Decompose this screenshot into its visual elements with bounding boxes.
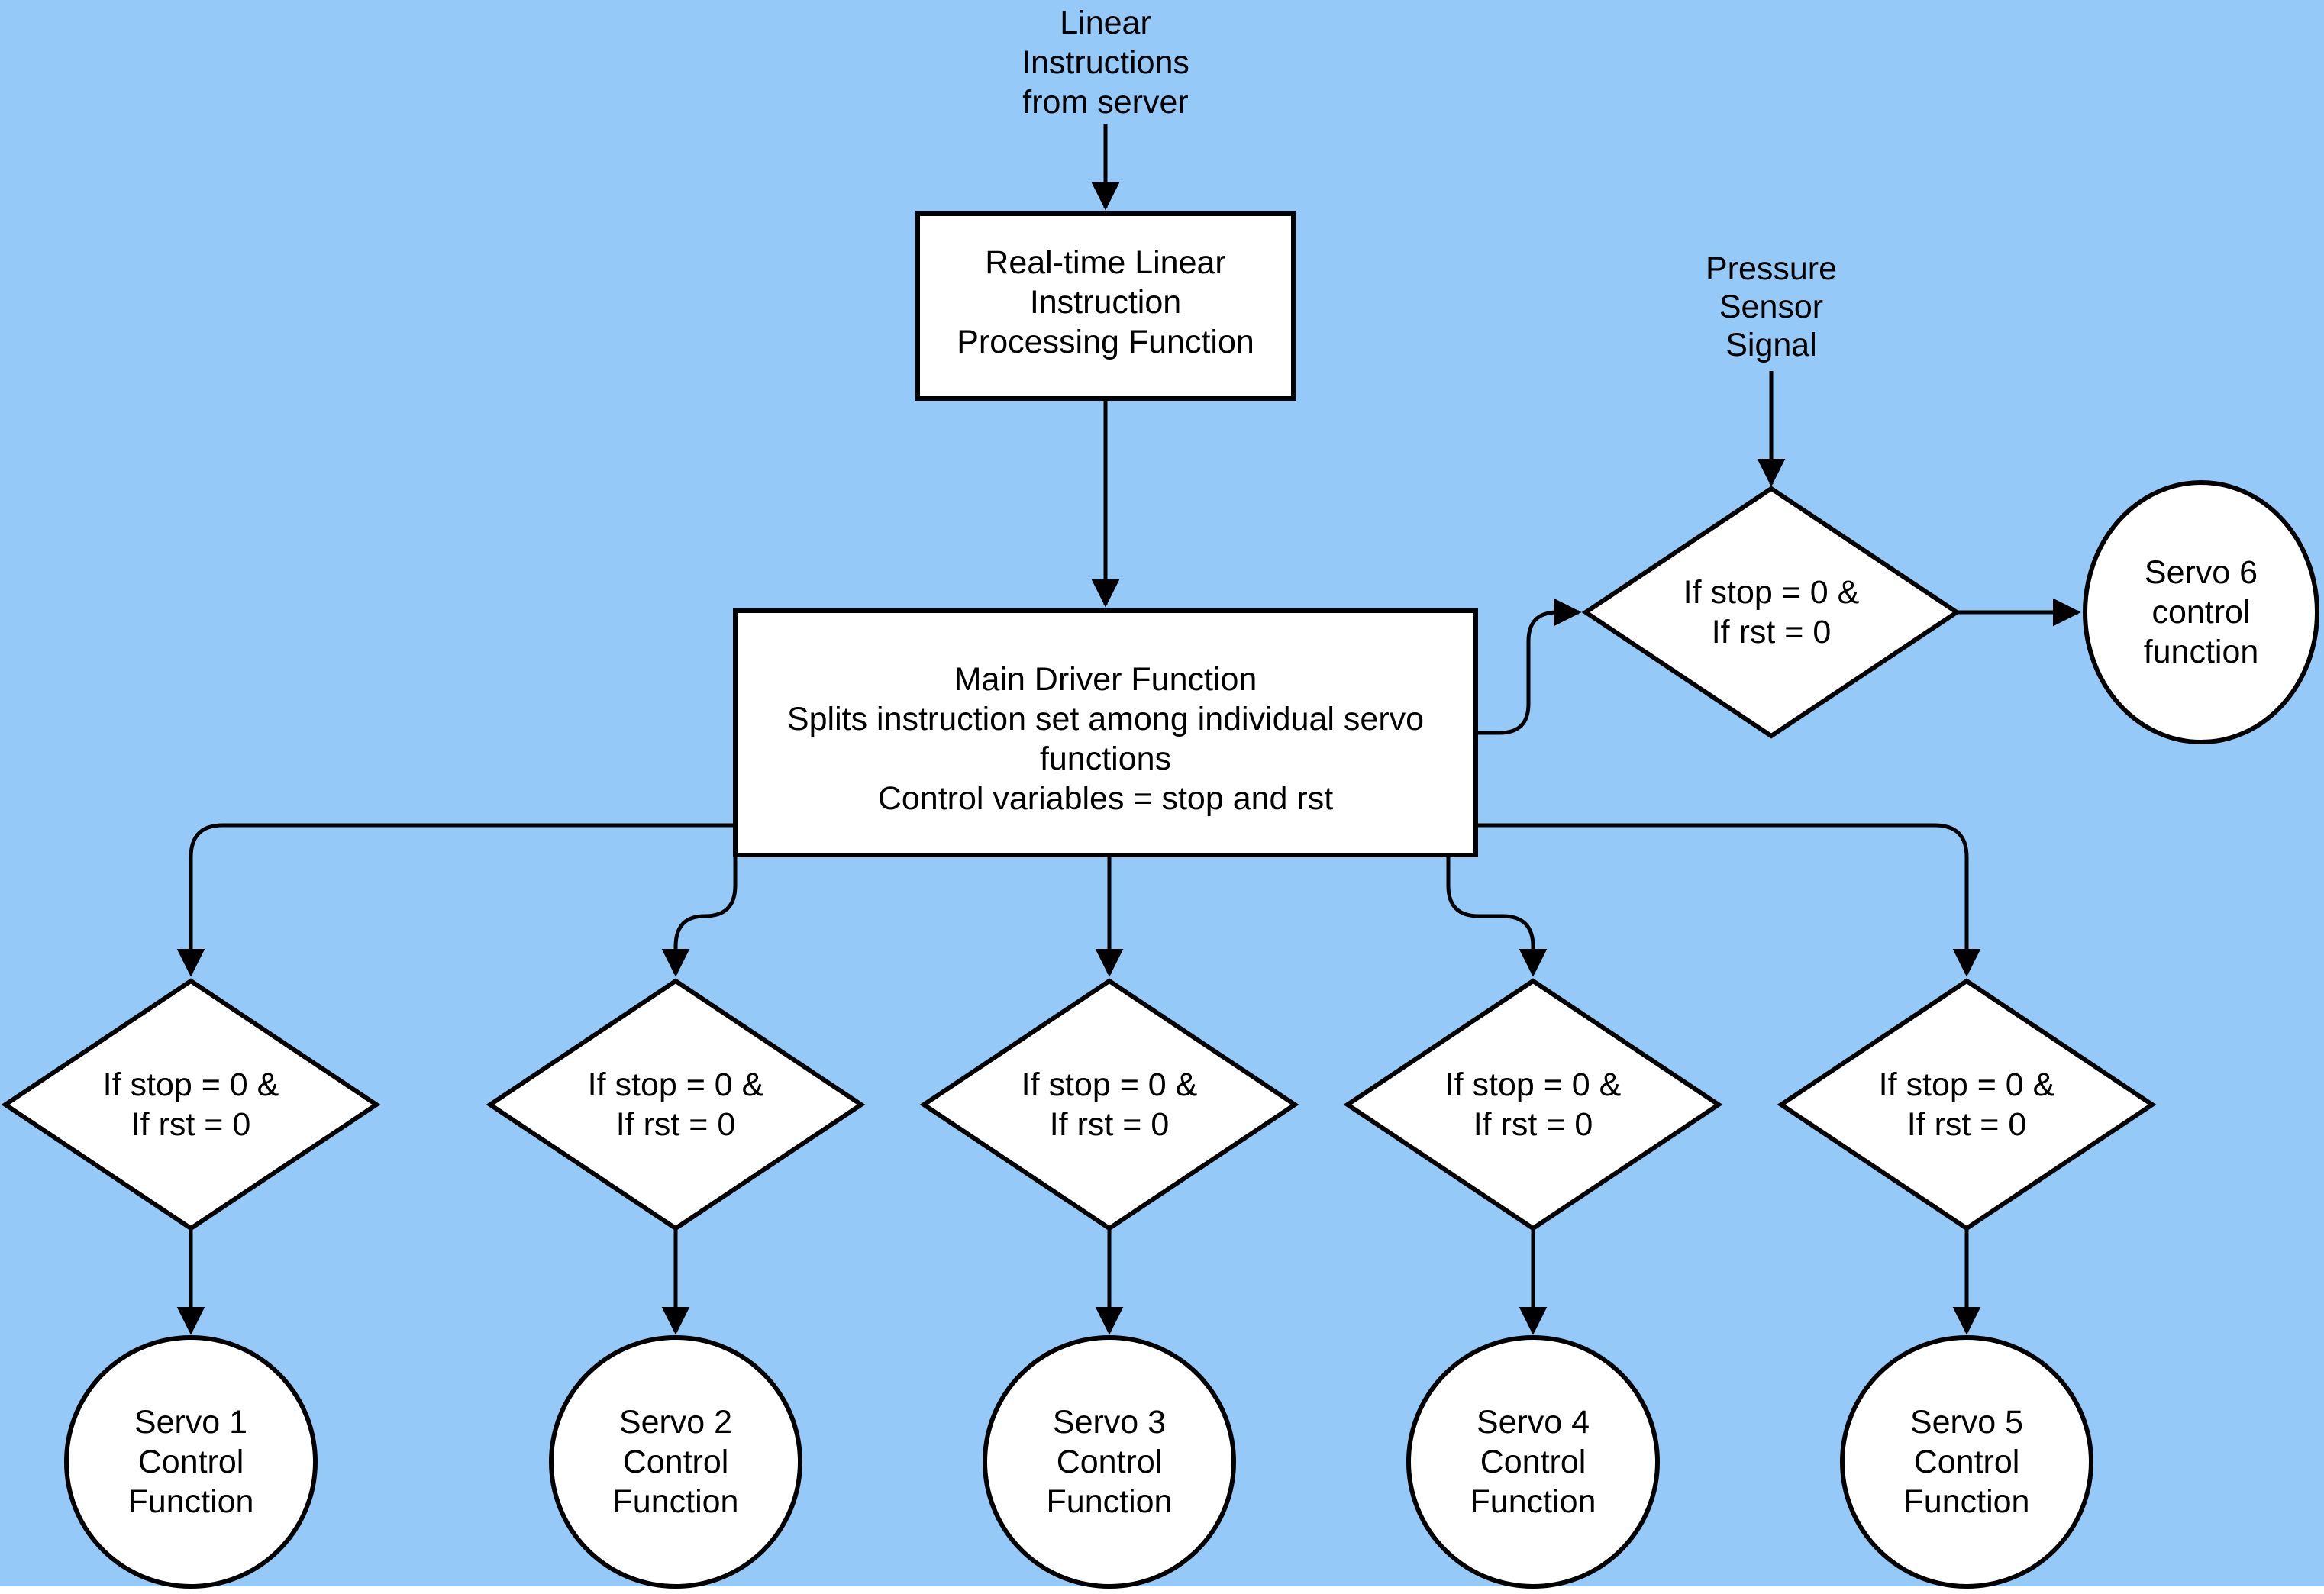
- decision-3-line-2: If rst = 0: [1050, 1106, 1170, 1143]
- servo-circle-6: Servo 6 control function: [2083, 480, 2319, 744]
- decision-diamond-4-shape: [1343, 978, 1723, 1231]
- decision-1-line-1: If stop = 0 &: [103, 1066, 279, 1103]
- decision-5-line-1: If stop = 0 &: [1879, 1066, 2055, 1103]
- realtime-box-line-1: Real-time Linear: [985, 244, 1225, 281]
- servo-circle-5: Servo 5 Control Function: [1840, 1335, 2093, 1589]
- main-driver-line-4: Control variables = stop and rst: [878, 780, 1333, 817]
- decision-diamond-3-shape: [919, 978, 1299, 1231]
- realtime-processing-box-shape: [915, 211, 1296, 401]
- decision-diamond-1: If stop = 0 & If rst = 0: [1, 978, 381, 1231]
- servo-1-line-2: Control: [138, 1444, 244, 1480]
- connector-main-to-decision6: [1476, 598, 1582, 735]
- main-driver-line-1: Main Driver Function: [954, 661, 1257, 698]
- connector-main-to-decision4: [1446, 855, 1548, 977]
- servo-6-line-2: control: [2151, 594, 2250, 631]
- decision-diamond-3: If stop = 0 & If rst = 0: [919, 978, 1299, 1231]
- servo-3-line-2: Control: [1057, 1444, 1163, 1480]
- main-driver-line-2: Splits instruction set among individual …: [787, 701, 1424, 737]
- source-label-line-2: Instructions: [1022, 44, 1189, 81]
- servo-4-line-2: Control: [1480, 1444, 1586, 1480]
- servo-2-line-1: Servo 2: [619, 1404, 732, 1441]
- servo-2-line-3: Function: [613, 1483, 739, 1520]
- connector-main-to-decision5: [1476, 823, 1981, 977]
- decision-3-line-1: If stop = 0 &: [1022, 1066, 1198, 1103]
- decision-diamond-5: If stop = 0 & If rst = 0: [1777, 978, 2157, 1231]
- pressure-label-line-3: Signal: [1725, 327, 1817, 363]
- servo-6-line-1: Servo 6: [2145, 554, 2258, 591]
- servo-circle-1-shape: [64, 1335, 318, 1589]
- servo-6-line-3: function: [2144, 634, 2259, 670]
- main-driver-box-shape: [733, 608, 1478, 857]
- decision-4-line-1: If stop = 0 &: [1445, 1066, 1622, 1103]
- decision-diamond-1-shape: [1, 978, 381, 1231]
- servo-5-line-2: Control: [1914, 1444, 2020, 1480]
- servo-1-line-3: Function: [128, 1483, 254, 1520]
- servo-circle-1: Servo 1 Control Function: [64, 1335, 318, 1589]
- connector-main-to-decision2: [661, 855, 738, 977]
- servo-2-line-2: Control: [623, 1444, 729, 1480]
- decision-diamond-6-shape: [1581, 486, 1961, 739]
- pressure-label-line-2: Sensor: [1719, 289, 1823, 325]
- realtime-box-line-3: Processing Function: [957, 324, 1254, 360]
- servo-5-line-1: Servo 5: [1910, 1404, 2023, 1441]
- servo-circle-3-shape: [983, 1335, 1236, 1589]
- decision-diamond-2-shape: [486, 978, 866, 1231]
- source-label: Linear Instructions from server: [1022, 5, 1189, 121]
- connector-main-to-decision1: [176, 823, 735, 977]
- decision-5-line-2: If rst = 0: [1907, 1106, 2027, 1143]
- main-driver-line-3: functions: [1040, 741, 1171, 777]
- source-label-line-3: from server: [1022, 84, 1188, 121]
- servo-3-line-3: Function: [1047, 1483, 1173, 1520]
- servo-circle-6-shape: [2083, 480, 2319, 744]
- servo-4-line-1: Servo 4: [1477, 1404, 1590, 1441]
- servo-circle-5-shape: [1840, 1335, 2093, 1589]
- pressure-sensor-label: Pressure Sensor Signal: [1706, 250, 1837, 363]
- decision-diamond-4: If stop = 0 & If rst = 0: [1343, 978, 1723, 1231]
- decision-6-line-2: If rst = 0: [1712, 614, 1832, 650]
- bottom-white-strip: [0, 1586, 2324, 1594]
- main-driver-box: Main Driver Function Splits instruction …: [733, 608, 1478, 857]
- decision-2-line-2: If rst = 0: [616, 1106, 736, 1143]
- servo-3-line-1: Servo 3: [1053, 1404, 1166, 1441]
- decision-6-line-1: If stop = 0 &: [1683, 574, 1860, 611]
- pressure-label-line-1: Pressure: [1706, 250, 1837, 287]
- decision-4-line-2: If rst = 0: [1473, 1106, 1593, 1143]
- source-label-line-1: Linear: [1060, 5, 1151, 41]
- servo-4-line-3: Function: [1470, 1483, 1596, 1520]
- decision-diamond-6: If stop = 0 & If rst = 0: [1581, 486, 1961, 739]
- servo-circle-2-shape: [549, 1335, 802, 1589]
- servo-circle-3: Servo 3 Control Function: [983, 1335, 1236, 1589]
- servo-circle-4-shape: [1406, 1335, 1660, 1589]
- servo-circle-4: Servo 4 Control Function: [1406, 1335, 1660, 1589]
- servo-circle-2: Servo 2 Control Function: [549, 1335, 802, 1589]
- servo-5-line-3: Function: [1904, 1483, 2030, 1520]
- servo-1-line-1: Servo 1: [134, 1404, 247, 1441]
- realtime-box-line-2: Instruction: [1030, 284, 1181, 321]
- realtime-processing-box: Real-time Linear Instruction Processing …: [915, 211, 1296, 401]
- decision-diamond-2: If stop = 0 & If rst = 0: [486, 978, 866, 1231]
- decision-2-line-1: If stop = 0 &: [588, 1066, 764, 1103]
- decision-diamond-5-shape: [1777, 978, 2157, 1231]
- decision-1-line-2: If rst = 0: [131, 1106, 251, 1143]
